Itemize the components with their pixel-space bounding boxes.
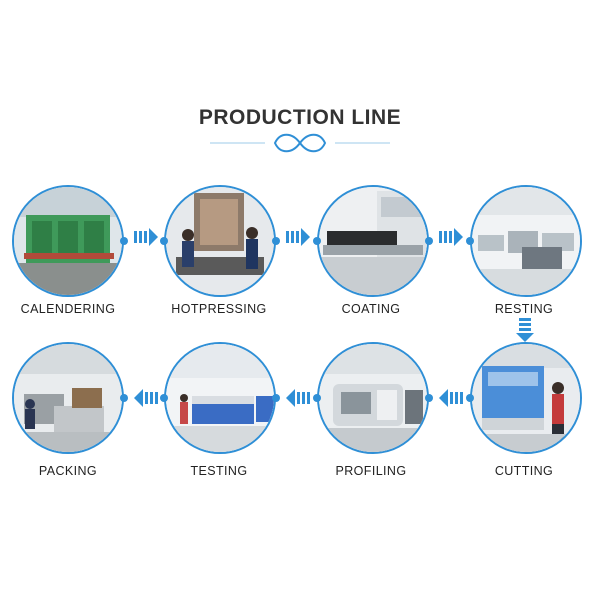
step-label-packing: PACKING [38,464,98,478]
connector-dot [120,394,128,402]
connector-dot [160,237,168,245]
step-testing [160,342,280,454]
title-wave-ornament [210,133,390,153]
arrow-right-icon [286,228,310,246]
arrow-left-icon [134,389,158,407]
connector-dot [466,237,474,245]
calendering-machine-photo-icon [12,185,124,297]
connector-dot [313,237,321,245]
testing-lab-photo-icon [164,342,276,454]
step-coating [313,185,433,297]
connector-dot [272,394,280,402]
hotpressing-workers-photo-icon [164,185,276,297]
step-calendering [12,185,128,297]
connector-dot [120,237,128,245]
packing-photo-icon [12,342,124,454]
step-label-testing: TESTING [190,464,248,478]
step-label-resting: RESTING [494,302,554,316]
connector-dot [160,394,168,402]
arrow-down-icon [516,318,534,342]
connector-dot [425,237,433,245]
cutting-machine-photo-icon [470,342,582,454]
arrow-right-icon [439,228,463,246]
arrow-left-icon [439,389,463,407]
connector-dot [313,394,321,402]
connector-dot [425,394,433,402]
step-resting [466,185,582,297]
coating-machine-photo-icon [317,185,429,297]
step-packing [12,342,128,454]
profiling-cnc-photo-icon [317,342,429,454]
connector-dot [272,237,280,245]
step-profiling [313,342,433,454]
connector-dot [466,394,474,402]
resting-warehouse-photo-icon [470,185,582,297]
step-label-profiling: PROFILING [335,464,407,478]
step-label-cutting: CUTTING [494,464,554,478]
arrow-left-icon [286,389,310,407]
step-label-coating: COATING [341,302,401,316]
step-label-calendering: CALENDERING [20,302,116,316]
step-label-hotpressing: HOTPRESSING [171,302,267,316]
page-title: PRODUCTION LINE [198,106,402,129]
step-cutting [466,342,582,454]
step-hotpressing [160,185,280,297]
arrow-right-icon [134,228,158,246]
